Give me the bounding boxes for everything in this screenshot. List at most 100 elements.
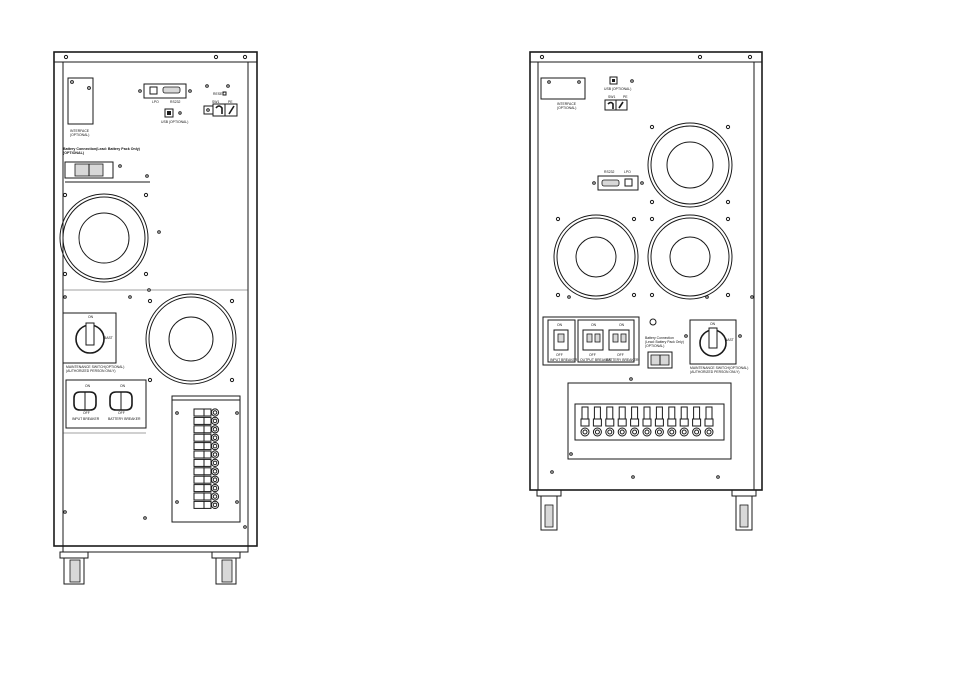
right-battery-breaker: ON OFF BATTERY BREAKER	[606, 323, 639, 362]
left-usb-port	[164, 108, 174, 118]
right-top-fan	[647, 122, 733, 208]
left-terminal	[193, 475, 220, 484]
left-breaker-panel	[65, 379, 147, 429]
svg-text:OFF: OFF	[83, 411, 90, 415]
left-reset-label: RESET	[213, 92, 224, 96]
svg-text:MAINTENANCE SWITCH(OPTIONAL)(A: MAINTENANCE SWITCH(OPTIONAL)(AUTHORIZED …	[66, 365, 124, 373]
left-terminal	[193, 484, 220, 493]
left-maintenance-caption: MAINTENANCE SWITCH(OPTIONAL)	[66, 365, 124, 369]
right-switch-label-pe: PE	[623, 95, 628, 99]
right-terminal	[642, 406, 652, 437]
right-lower-right-fan	[647, 214, 733, 300]
right-port-label-lpo: LPO	[624, 170, 631, 174]
right-terminal	[592, 406, 602, 437]
right-input-breaker: ON OFF INPUT BREAKER	[550, 323, 578, 362]
right-terminal	[654, 406, 664, 437]
left-switch-label-pe: PE	[228, 100, 233, 104]
right-terminal	[704, 406, 714, 437]
left-terminal	[193, 425, 220, 434]
svg-text:MAINTENANCE SWITCH(OPTIONAL)(A: MAINTENANCE SWITCH(OPTIONAL)(AUTHORIZED …	[690, 366, 748, 374]
right-usb-port	[609, 76, 618, 85]
left-usb-label: USB (OPTIONAL)	[161, 120, 188, 124]
left-switch-label-sw1: SW1	[212, 100, 219, 104]
left-battery-breaker-caption: BATTERY BREAKER	[108, 417, 141, 421]
left-comm-port-plate	[143, 83, 187, 99]
right-top-screws	[539, 54, 753, 60]
right-terminal	[605, 406, 615, 437]
right-maintenance-label-on: ON	[710, 322, 716, 326]
right-maintenance-caption: MAINTENANCE SWITCH(OPTIONAL)	[690, 366, 748, 370]
right-terminal	[667, 406, 677, 437]
right-input-breaker-caption: INPUT BREAKER	[550, 358, 578, 362]
right-comm-port-plate	[597, 175, 639, 191]
left-upper-fan	[59, 192, 161, 283]
left-battery-header: Battery Connection(Lead: Battery Pack On…	[63, 147, 141, 151]
right-terminal-block	[567, 377, 732, 460]
left-input-breaker: ON OFF INPUT BREAKER	[72, 384, 100, 421]
right-ups-unit: INTERFACE(OPTIONAL) USB (OPTIONAL) SW1 P…	[529, 51, 763, 531]
right-interface-slot	[540, 77, 586, 100]
left-input-breaker-caption: INPUT BREAKER	[72, 417, 100, 421]
right-sw1-switch	[604, 99, 617, 111]
svg-text:OFF: OFF	[556, 353, 563, 357]
left-maintenance-switch-panel	[62, 312, 117, 364]
svg-text:Battery Connection(Lead: Batte: Battery Connection(Lead: Battery Pack On…	[63, 147, 141, 155]
svg-text:INTERFACE(OPTIONAL): INTERFACE(OPTIONAL)	[70, 129, 90, 137]
left-terminal	[193, 458, 220, 467]
left-casters	[59, 551, 241, 585]
left-terminal	[193, 433, 220, 442]
left-terminal	[193, 442, 220, 451]
right-battery-header: Battery Connection	[645, 336, 674, 340]
left-maintenance-label-bast: BAST	[104, 336, 113, 340]
right-output-breaker-caption: OUTPUT BREAKER	[580, 358, 612, 362]
left-battery-header-line: (OPTIONAL)	[63, 151, 85, 155]
left-ups-unit: INTERFACE(OPTIONAL) LPO RS232 USB (OPTIO…	[53, 51, 258, 585]
right-interface-label-line: (OPTIONAL)	[557, 106, 576, 110]
right-lower-left-fan	[553, 214, 639, 300]
svg-text:OFF: OFF	[617, 353, 624, 357]
left-top-screws	[63, 54, 248, 60]
left-terminal	[193, 492, 220, 501]
left-terminal	[193, 450, 220, 459]
svg-text:Battery Connection(Lead: Batte: Battery Connection(Lead: Battery Pack On…	[645, 336, 684, 348]
right-terminal	[580, 406, 590, 437]
svg-text:ON: ON	[85, 384, 91, 388]
right-battery-breaker-caption: BATTERY BREAKER	[606, 358, 639, 362]
right-maintenance-caption-line: (AUTHORIZED PERSON ONLY)	[690, 370, 739, 374]
svg-text:ON: ON	[619, 323, 625, 327]
right-maintenance-switch-panel	[689, 319, 737, 365]
right-battery-header-line: (Lead: Battery Pack Only)	[645, 340, 684, 344]
right-battery-header-line: (OPTIONAL)	[645, 344, 664, 348]
svg-text:INTERFACE(OPTIONAL): INTERFACE(OPTIONAL)	[557, 102, 577, 110]
right-breaker-panel	[542, 316, 640, 366]
left-terminal	[193, 467, 220, 476]
right-casters	[536, 489, 757, 531]
left-terminal-block	[171, 395, 241, 523]
svg-text:ON: ON	[557, 323, 563, 327]
right-battery-connector	[647, 351, 673, 369]
right-terminal	[692, 406, 702, 437]
left-battery-breaker: ON OFF BATTERY BREAKER	[108, 384, 141, 421]
left-port-label-lpo: LPO	[152, 100, 159, 104]
svg-text:ON: ON	[120, 384, 126, 388]
left-terminal	[193, 500, 220, 509]
left-cabinet-outline	[53, 51, 258, 547]
left-terminal	[193, 416, 220, 425]
right-maintenance-label-bast: BAST	[725, 338, 734, 342]
right-terminal	[679, 406, 689, 437]
left-maintenance-caption-line: (AUTHORIZED PERSON ONLY)	[66, 369, 115, 373]
right-cabinet-outline	[529, 51, 763, 491]
left-lower-fan	[145, 293, 237, 385]
left-terminal	[193, 408, 220, 417]
left-maintenance-label-on: ON	[88, 315, 94, 319]
left-port-label-rs232: RS232	[170, 100, 180, 104]
svg-text:OFF: OFF	[589, 353, 596, 357]
right-interface-label: INTERFACE	[557, 102, 577, 106]
right-port-label-rs232: RS232	[604, 170, 614, 174]
right-switch-label-sw1: SW1	[608, 95, 615, 99]
left-interface-slot	[67, 77, 94, 125]
left-interface-label-line: (OPTIONAL)	[70, 133, 89, 137]
svg-text:OFF: OFF	[118, 411, 125, 415]
right-terminal	[617, 406, 627, 437]
